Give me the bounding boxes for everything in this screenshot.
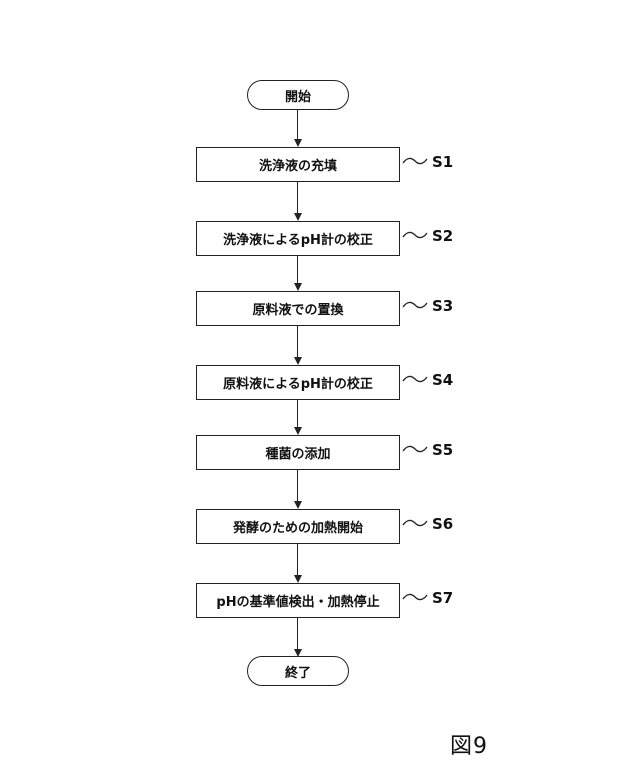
tilde-connector xyxy=(402,229,428,241)
process-box-s7: pHの基準値検出・加熱停止 xyxy=(196,583,400,618)
arrowhead xyxy=(294,139,302,147)
process-box-s2: 洗浄液によるpH計の校正 xyxy=(196,221,400,256)
end-terminal: 終了 xyxy=(247,656,349,686)
arrowhead xyxy=(294,283,302,291)
step-label-s5: S5 xyxy=(432,441,453,459)
start-terminal: 開始 xyxy=(247,80,349,110)
figure-label: 図9 xyxy=(450,728,488,760)
step-label-s3: S3 xyxy=(432,297,453,315)
connector-line xyxy=(297,110,298,140)
process-box-s1: 洗浄液の充填 xyxy=(196,147,400,182)
tilde-connector xyxy=(402,155,428,167)
connector-line xyxy=(297,326,298,358)
process-text-s1: 洗浄液の充填 xyxy=(259,155,337,174)
process-box-s3: 原料液での置換 xyxy=(196,291,400,326)
tilde-connector xyxy=(402,443,428,455)
start-label: 開始 xyxy=(285,86,311,105)
process-text-s3: 原料液での置換 xyxy=(252,299,343,318)
tilde-connector xyxy=(402,373,428,385)
arrowhead xyxy=(294,501,302,509)
connector-line xyxy=(297,470,298,502)
connector-line xyxy=(297,256,298,284)
process-box-s4: 原料液によるpH計の校正 xyxy=(196,365,400,400)
tilde-connector xyxy=(402,591,428,603)
process-text-s7: pHの基準値検出・加熱停止 xyxy=(216,591,379,610)
end-label: 終了 xyxy=(285,662,311,681)
arrowhead xyxy=(294,213,302,221)
process-text-s6: 発酵のための加熱開始 xyxy=(233,517,363,536)
connector-line xyxy=(297,618,298,650)
step-label-s2: S2 xyxy=(432,227,453,245)
step-label-s7: S7 xyxy=(432,589,453,607)
step-label-s4: S4 xyxy=(432,371,453,389)
process-text-s5: 種菌の添加 xyxy=(265,443,330,462)
step-label-s1: S1 xyxy=(432,153,453,171)
arrowhead xyxy=(294,427,302,435)
arrowhead xyxy=(294,357,302,365)
process-text-s4: 原料液によるpH計の校正 xyxy=(223,373,373,392)
connector-line xyxy=(297,400,298,428)
process-box-s5: 種菌の添加 xyxy=(196,435,400,470)
arrowhead xyxy=(294,575,302,583)
process-text-s2: 洗浄液によるpH計の校正 xyxy=(223,229,373,248)
step-label-s6: S6 xyxy=(432,515,453,533)
connector-line xyxy=(297,182,298,214)
process-box-s6: 発酵のための加熱開始 xyxy=(196,509,400,544)
tilde-connector xyxy=(402,517,428,529)
connector-line xyxy=(297,544,298,576)
tilde-connector xyxy=(402,299,428,311)
